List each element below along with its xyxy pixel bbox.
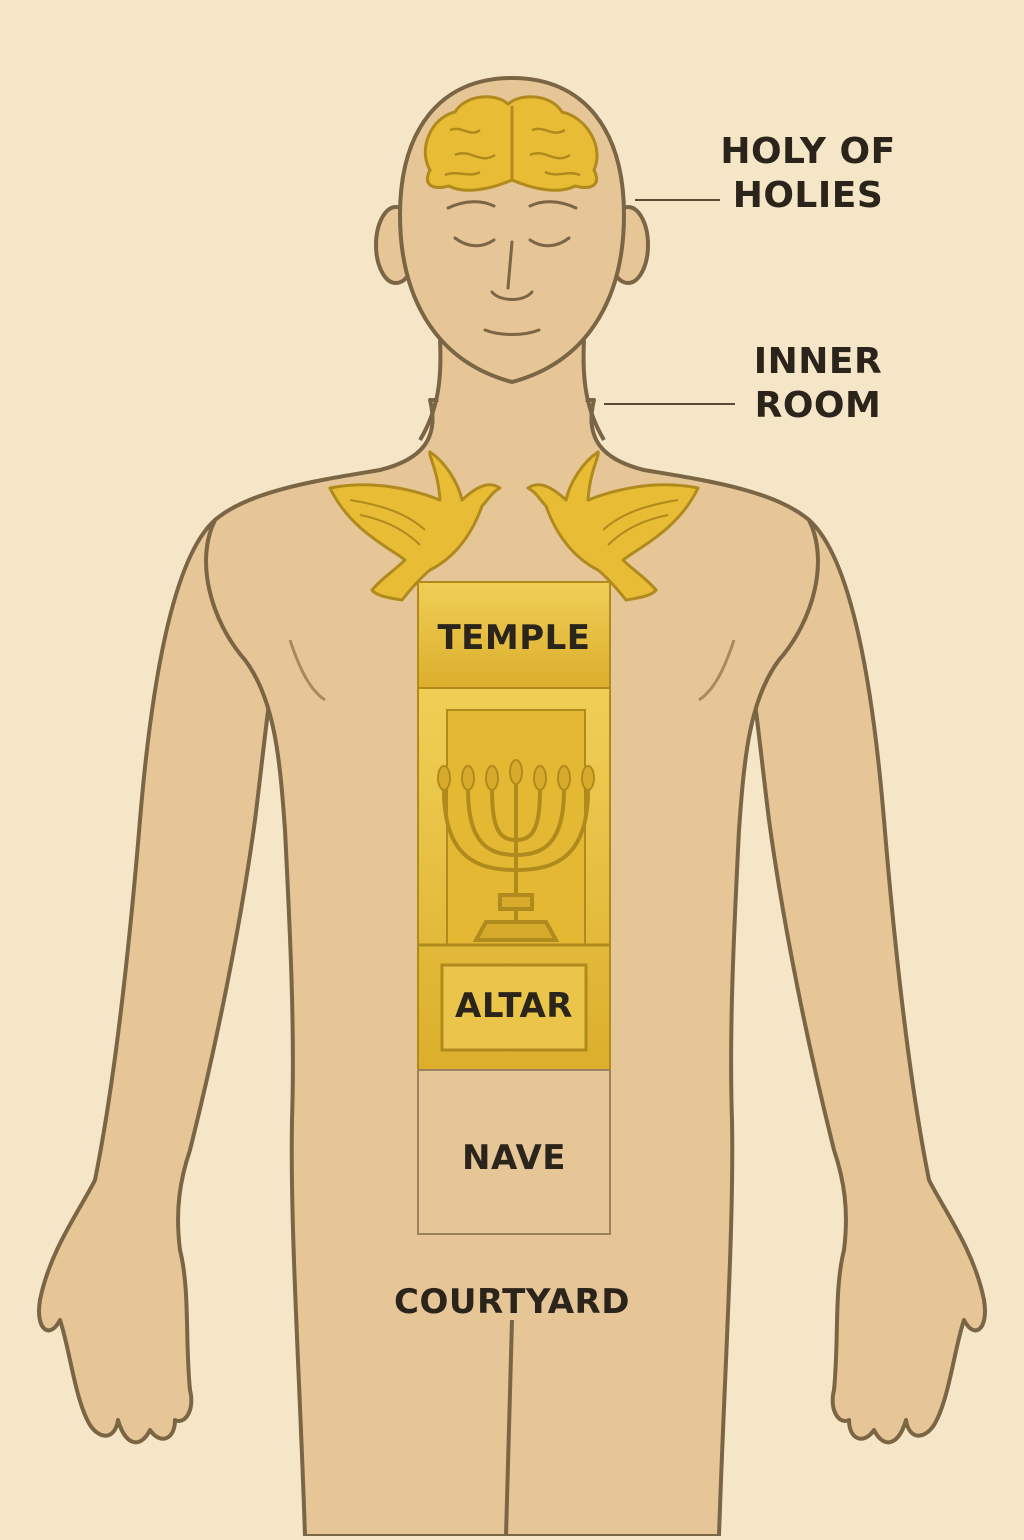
dove-icon <box>526 450 700 602</box>
face <box>446 200 578 336</box>
nave-label: NAVE <box>462 1138 566 1178</box>
holy-of-holies-line1: HOLY OF <box>720 131 896 172</box>
temple-panel <box>417 581 611 1235</box>
inner-room-line1: INNER <box>753 341 883 382</box>
brain-icon <box>423 95 599 192</box>
courtyard-label: COURTYARD <box>394 1282 630 1322</box>
menorah-icon <box>437 759 595 942</box>
dove-icon <box>328 450 502 602</box>
holy-of-holies-line2: HOLIES <box>732 175 884 216</box>
left-arm <box>37 518 282 1445</box>
altar-label: ALTAR <box>455 986 573 1026</box>
holy-of-holies-label: HOLY OF HOLIES <box>698 130 918 218</box>
altar-plaque <box>440 963 588 1052</box>
right-arm <box>742 518 987 1445</box>
leg-divide <box>504 1319 514 1537</box>
inner-room-line2: ROOM <box>754 385 882 426</box>
temple-label: TEMPLE <box>437 618 591 658</box>
temple-section <box>417 581 611 689</box>
inner-room-label: INNER ROOM <box>708 340 928 428</box>
